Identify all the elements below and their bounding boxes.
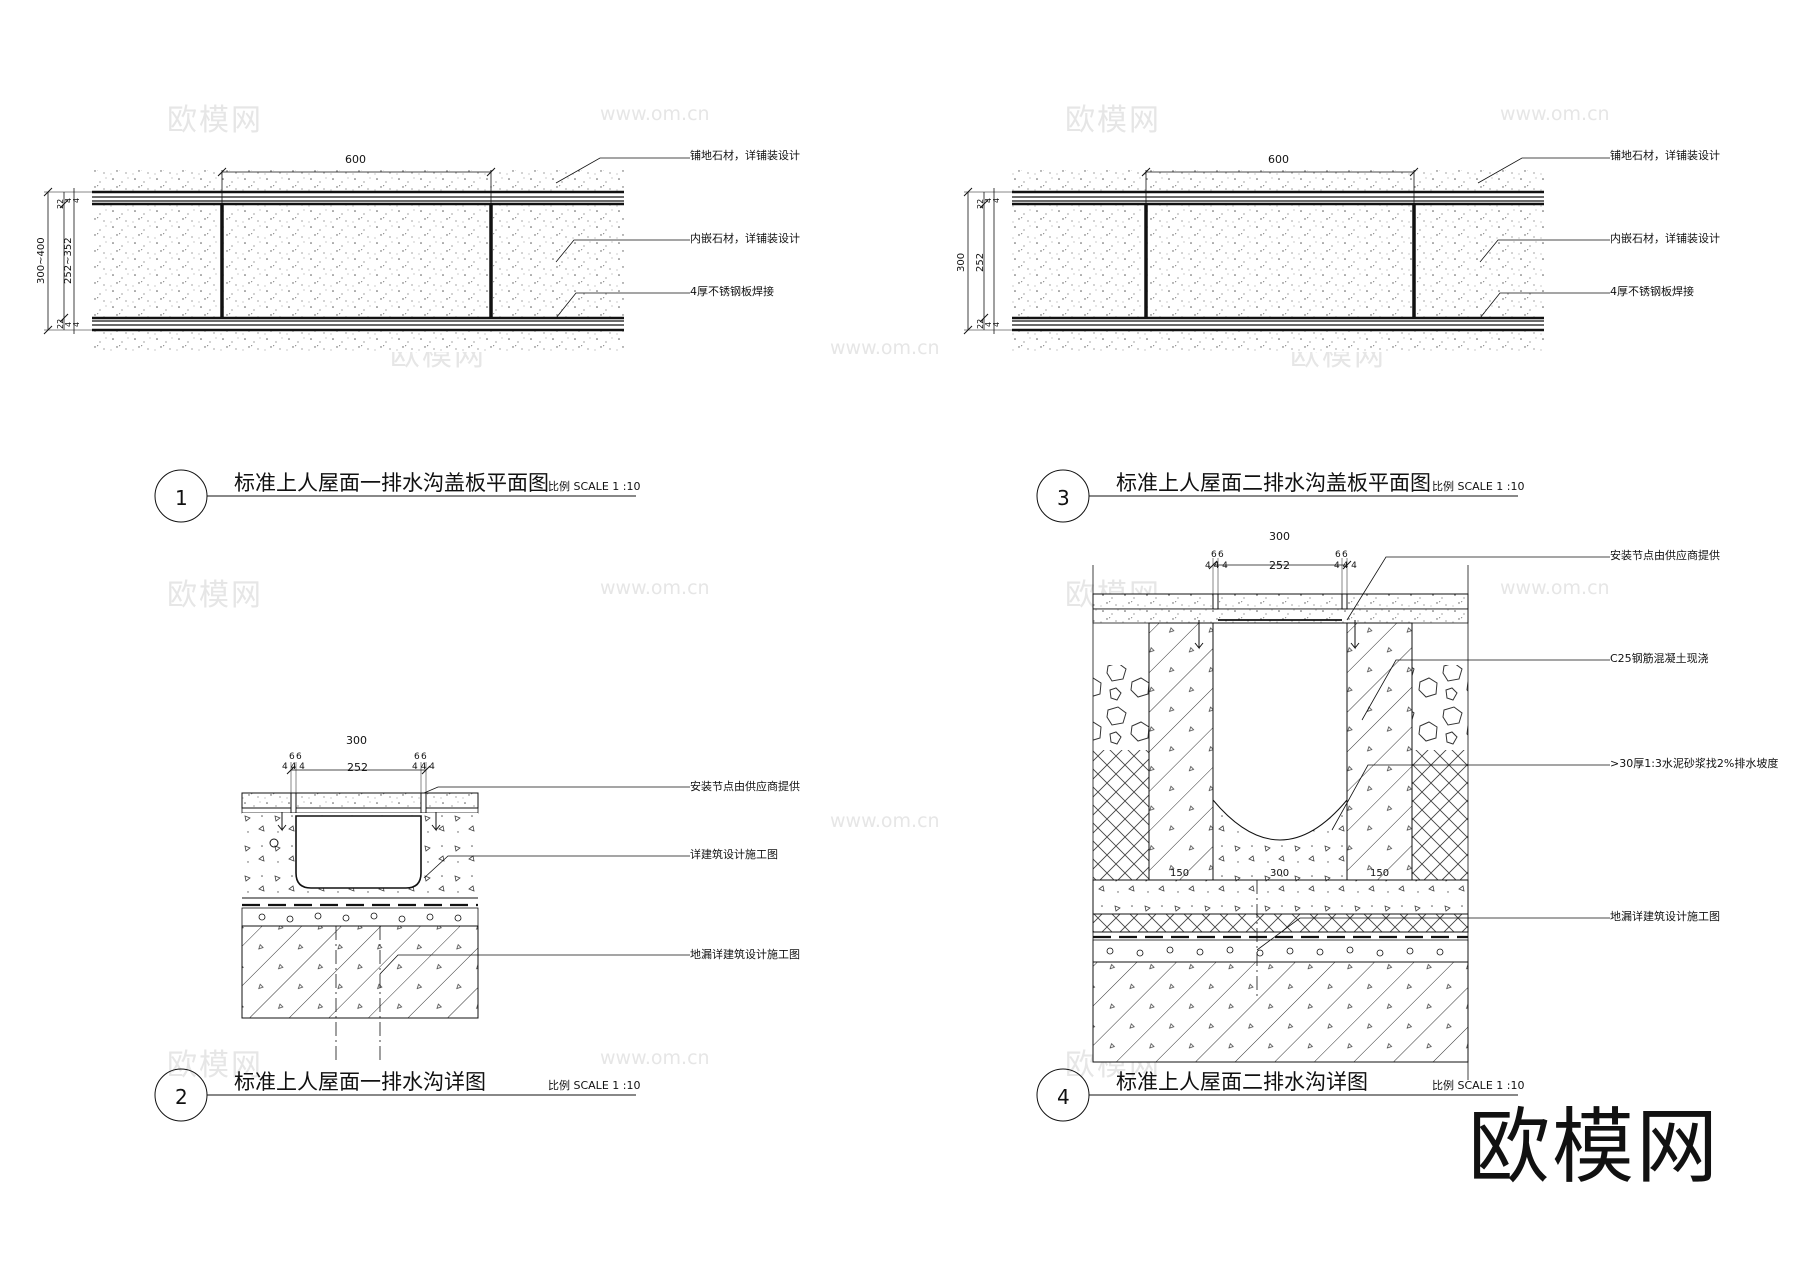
structural-slab [241, 925, 479, 1019]
note-drain: 地漏详建筑设计施工图 [1610, 909, 1720, 923]
dim-inner: 252 [347, 761, 368, 774]
dim-width: 600 [345, 153, 366, 166]
drawing-number: 4 [1057, 1085, 1070, 1109]
dim-small: 6 [1342, 550, 1348, 560]
drawing-number: 3 [1057, 486, 1070, 510]
dim-bottom: 150 [1370, 868, 1389, 879]
dim-small: 4 [992, 198, 1001, 203]
soil-fill [1412, 750, 1468, 880]
drawing-scale: 比例 SCALE 1 :10 [1432, 479, 1524, 493]
dim-small: 6 [421, 752, 427, 762]
dim-overall: 300 [1269, 530, 1290, 543]
soil-fill [1093, 750, 1149, 880]
dim-small: 4 4 4 [412, 762, 435, 772]
dim-small: 6 [1218, 550, 1224, 560]
drawing-scale: 比例 SCALE 1 :10 [548, 479, 640, 493]
dim-small: 6 [289, 752, 295, 762]
dim-small: 4 [984, 322, 993, 327]
note-arch: 详建筑设计施工图 [690, 847, 778, 861]
note-install: 安装节点由供应商提供 [690, 779, 800, 793]
gravel-fill [1093, 665, 1149, 750]
drawing-number: 2 [175, 1085, 188, 1109]
note-install: 安装节点由供应商提供 [1610, 548, 1720, 562]
drawing-title: 标准上人屋面一排水沟盖板平面图 [234, 471, 549, 495]
drawing4-section: 300 252 6 6 6 6 4 4 4 4 4 4 150 300 150 … [1036, 530, 1778, 1122]
note-drain: 地漏详建筑设计施工图 [690, 947, 800, 961]
drawing-number: 1 [175, 486, 188, 510]
dim-overall: 300~400 [36, 237, 47, 284]
dim-inner: 252 [1269, 559, 1290, 572]
dim-small: 4 4 4 [1334, 561, 1357, 571]
dim-small: 6 [296, 752, 302, 762]
dim-small: 22 [976, 199, 985, 209]
note-steel: 4厚不锈钢板焊接 [1610, 284, 1694, 298]
paving-band [1012, 330, 1544, 352]
drain-channel [295, 815, 422, 889]
dim-small: 4 [72, 198, 81, 203]
concrete-wall [1346, 622, 1413, 881]
note-inset: 内嵌石材，详铺装设计 [1610, 231, 1720, 245]
dim-small: 4 [64, 322, 73, 327]
paving-band [92, 330, 624, 352]
paving-layer [241, 792, 479, 809]
dim-small: 4 [72, 322, 81, 327]
dim-small: 22 [976, 319, 985, 329]
paving-layer [1092, 593, 1469, 610]
paving-band [92, 170, 624, 192]
drawing-title: 标准上人屋面二排水沟盖板平面图 [1116, 471, 1431, 495]
note-concrete: C25钢筋混凝土现浇 [1610, 651, 1709, 665]
concrete-wall [1148, 622, 1214, 881]
insulation-layer [1092, 913, 1469, 933]
drawing2-section: 300 252 6 6 6 6 4 4 4 4 4 4 安装节点由供应商提供 详… [154, 734, 800, 1122]
gravel-layer [241, 907, 479, 927]
dim-small: 6 [1211, 550, 1217, 560]
dim-small: 6 [1335, 550, 1341, 560]
dim-small: 4 [992, 322, 1001, 327]
dim-overall: 300 [956, 253, 967, 272]
drawing-title: 标准上人屋面二排水沟详图 [1116, 1070, 1368, 1094]
dim-width: 600 [1268, 153, 1289, 166]
structural-slab [1092, 961, 1469, 1063]
dim-small: 4 [984, 198, 993, 203]
note-paving: 铺地石材，详铺装设计 [1610, 148, 1720, 162]
gravel-layer [1092, 939, 1469, 963]
dim-inner: 252~352 [63, 237, 74, 284]
dim-overall: 300 [346, 734, 367, 747]
drawing3-plan: 600 300 252 22 4 4 22 4 4 铺地石材，详铺装设计 内嵌石… [956, 148, 1720, 523]
dim-small: 22 [56, 199, 65, 209]
drawing-title: 标准上人屋面一排水沟详图 [234, 1070, 486, 1094]
drawing-scale: 比例 SCALE 1 :10 [1432, 1078, 1524, 1092]
brand-logo-text: 欧模网 [1468, 1100, 1721, 1195]
dim-bottom: 300 [1270, 868, 1289, 879]
note-inset: 内嵌石材，详铺装设计 [690, 231, 800, 245]
dim-small: 6 [414, 752, 420, 762]
drawing-scale: 比例 SCALE 1 :10 [548, 1078, 640, 1092]
paving-band [1012, 170, 1544, 192]
gravel-fill [1412, 665, 1468, 750]
dim-bottom: 150 [1170, 868, 1189, 879]
dim-small: 4 [64, 198, 73, 203]
mortar-layer [1092, 879, 1469, 915]
note-paving: 铺地石材，详铺装设计 [690, 148, 800, 162]
drawing1-plan: 600 300~400 252~352 22 4 4 22 4 4 铺地石材，详… [36, 148, 800, 523]
inset-stone [92, 204, 624, 318]
dim-small: 4 4 4 [282, 762, 305, 772]
dim-inner: 252 [975, 253, 986, 272]
note-mortar: >30厚1:3水泥砂浆找2%排水坡度 [1610, 756, 1778, 770]
dim-small: 22 [56, 319, 65, 329]
note-steel: 4厚不锈钢板焊接 [690, 284, 774, 298]
dim-small: 4 4 4 [1205, 561, 1228, 571]
inset-stone [1012, 204, 1544, 318]
